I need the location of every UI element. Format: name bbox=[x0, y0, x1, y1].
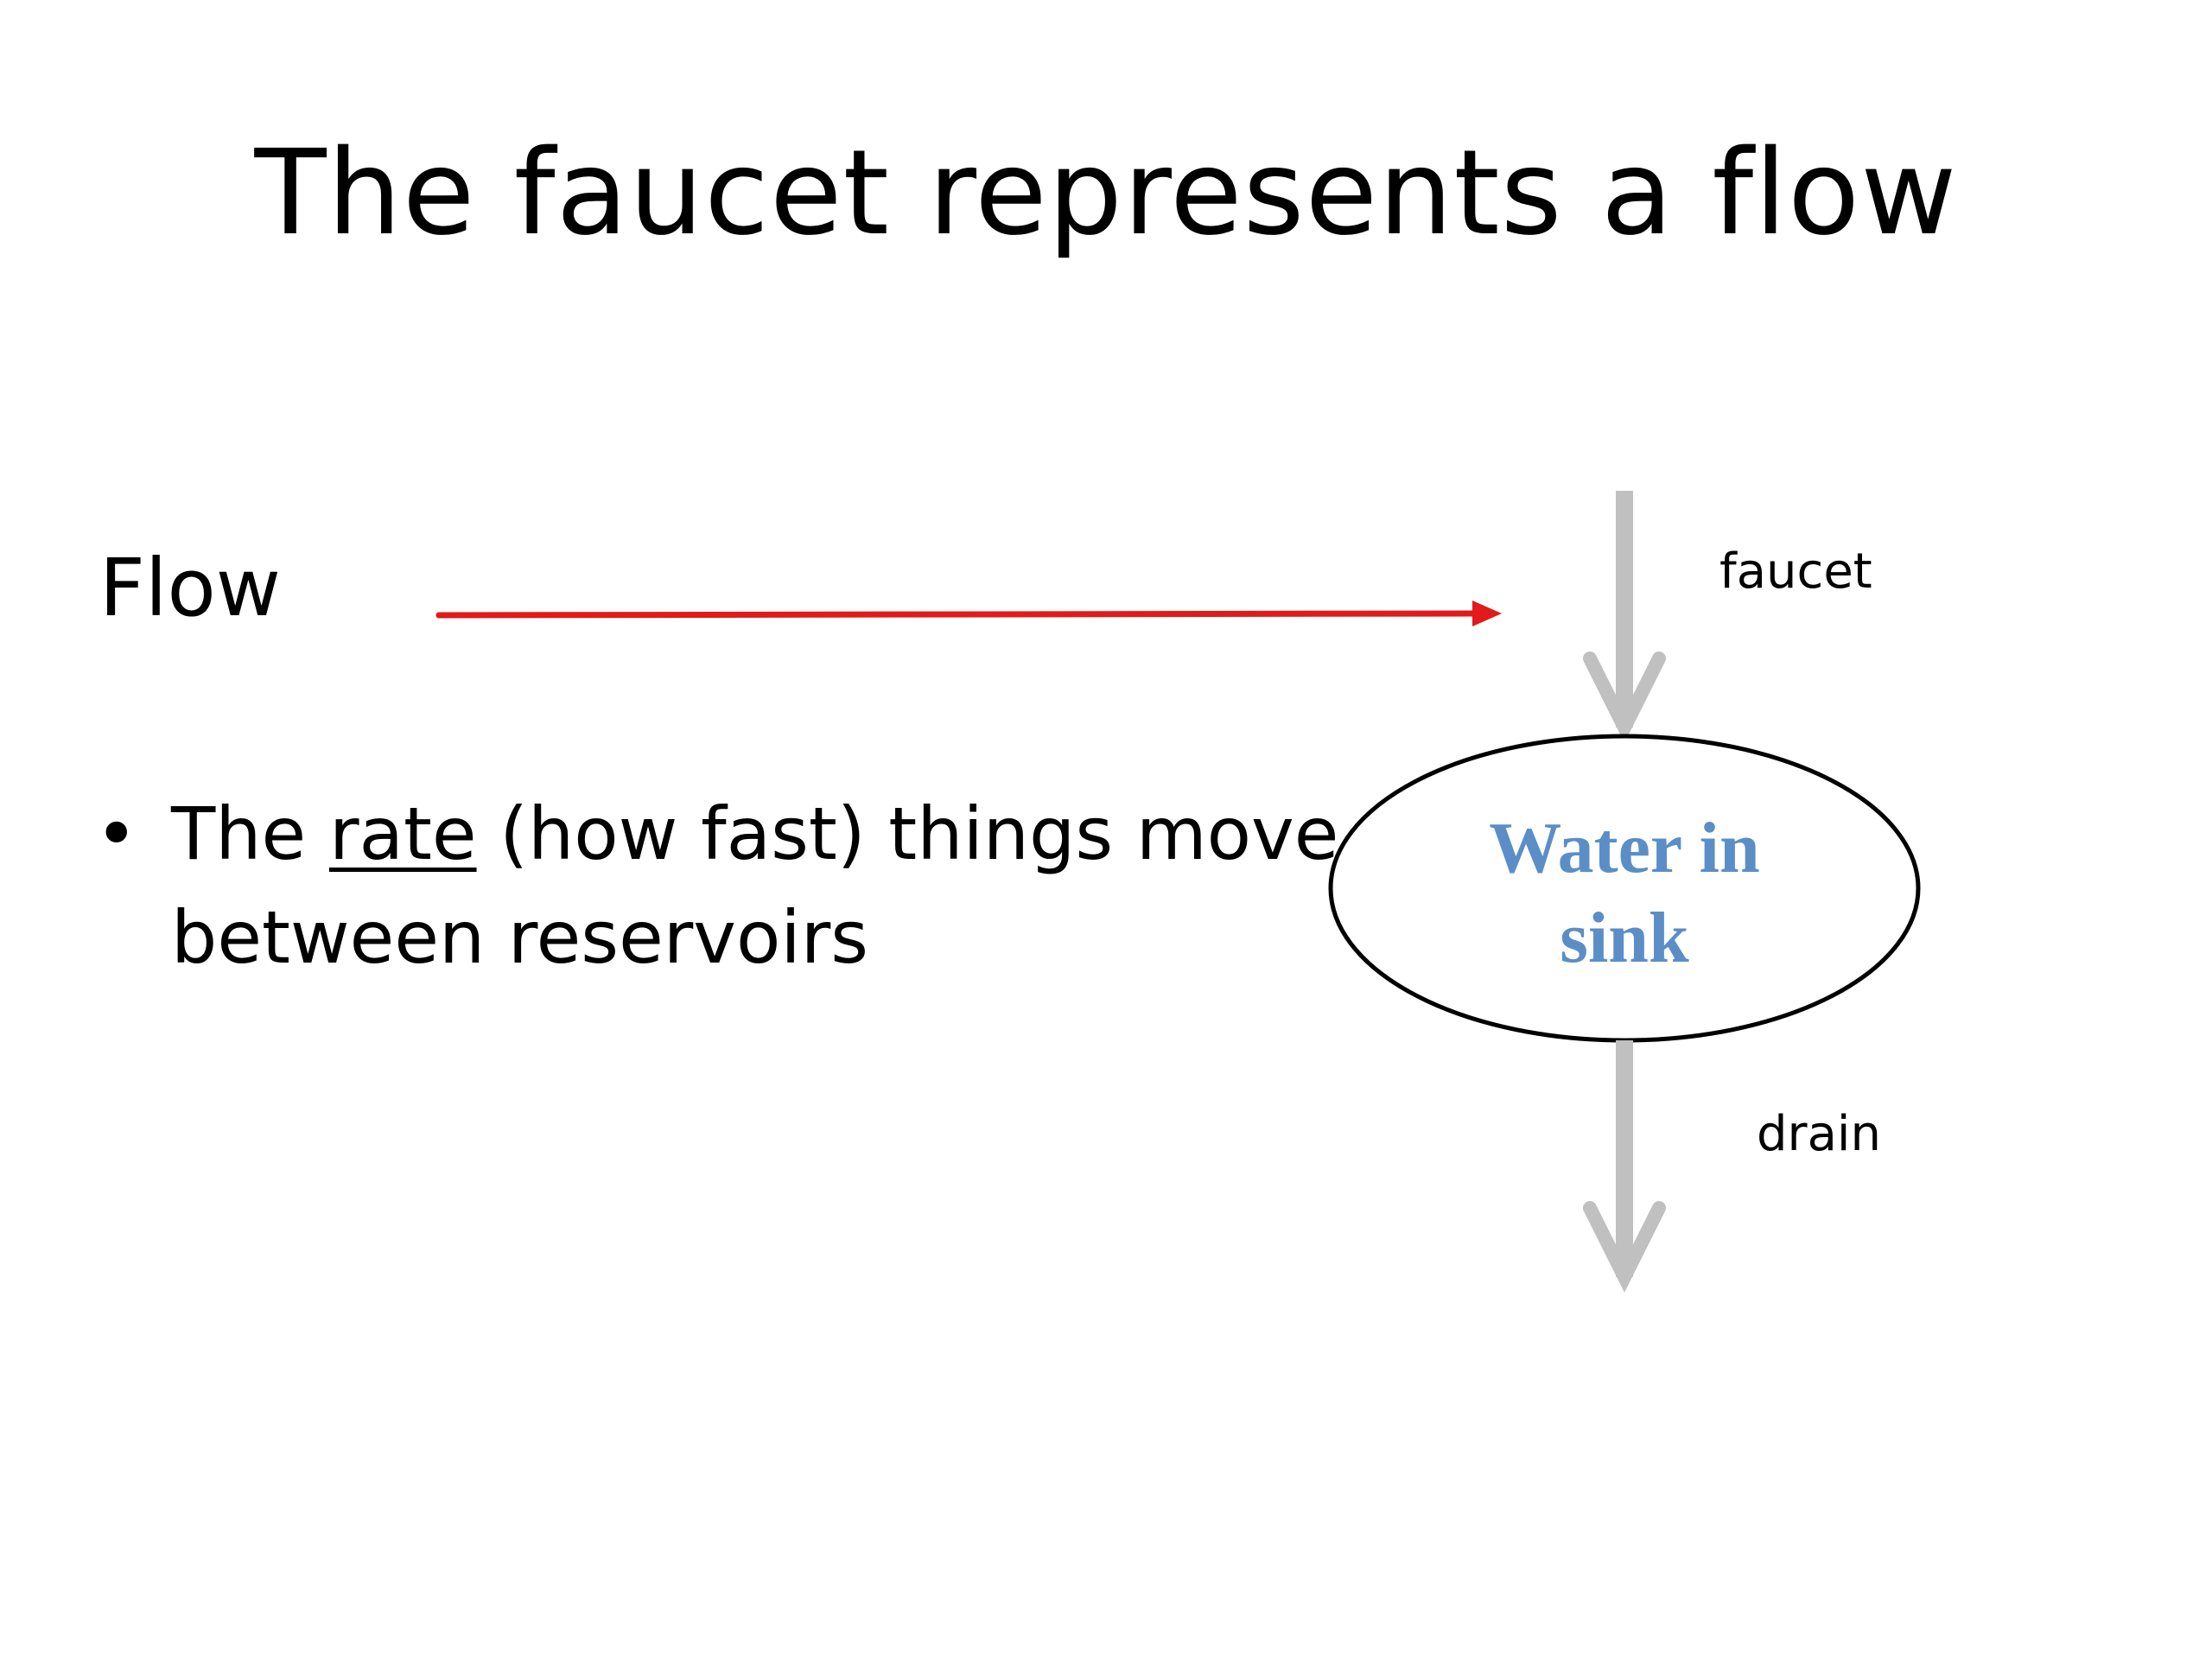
drain-arrow-head bbox=[1583, 1201, 1666, 1293]
slide-title: The faucet represents a flow bbox=[254, 125, 1958, 262]
pointer-arrow-head bbox=[1472, 601, 1502, 626]
faucet-arrow-head bbox=[1583, 652, 1666, 743]
bullet-line-1: The rate (how fast) things move bbox=[171, 782, 1338, 886]
bullet-line-1-end: (how fast) things move bbox=[476, 791, 1339, 876]
bullet-underlined-word: rate bbox=[328, 791, 477, 876]
faucet-arrow bbox=[1583, 491, 1666, 743]
bullet-line-1-start: The bbox=[171, 791, 329, 876]
reservoir-label-line-1: Water in bbox=[1489, 808, 1760, 888]
pointer-arrow-shaft bbox=[435, 610, 1483, 619]
reservoir-label-line-2: sink bbox=[1560, 898, 1689, 978]
bullet-dot: • bbox=[95, 791, 138, 876]
faucet-label: faucet bbox=[1719, 543, 1872, 600]
bullet-line-2: between reservoirs bbox=[171, 895, 869, 980]
drain-label: drain bbox=[1757, 1106, 1881, 1162]
bullet-text: The rate (how fast) things move between … bbox=[171, 782, 1338, 989]
drain-arrow bbox=[1583, 1040, 1666, 1293]
pointer-arrow bbox=[435, 601, 1502, 626]
flow-label: Flow bbox=[99, 542, 282, 634]
reservoir-label: Water in sink bbox=[1331, 804, 1918, 983]
